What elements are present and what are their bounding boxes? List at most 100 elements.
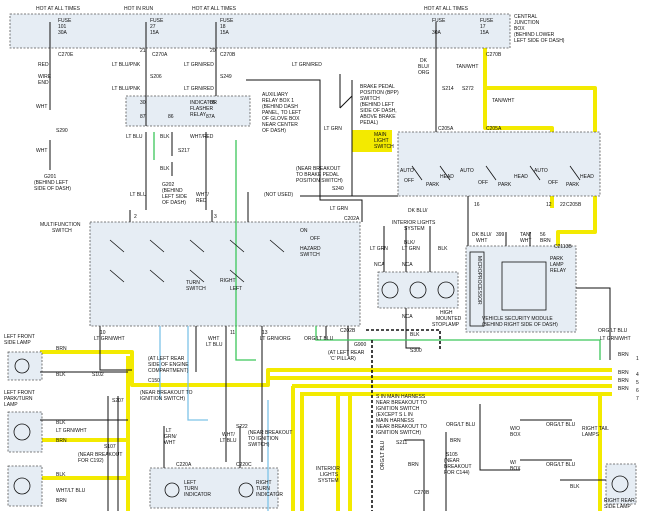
- c2113b: C2113B: [554, 244, 572, 250]
- wire-lt-blu-1: LT BLU: [126, 134, 143, 140]
- ml-head-3: HEAD: [580, 174, 594, 180]
- dk-blu-wht-v-1: WHT: [476, 238, 487, 244]
- interior-lights-1: SYSTEM: [404, 226, 425, 232]
- ml-off-1: OFF: [404, 178, 414, 184]
- turn-indicator-box: [149, 467, 279, 509]
- bpp-5: ABOVE BRAKE: [360, 114, 396, 120]
- label-hot-at-all-times-3: HOT AT ALL TIMES: [424, 6, 469, 12]
- s222-near-1: TO IGNITION: [248, 436, 279, 442]
- nca-1: NCA: [374, 262, 385, 268]
- ml-auto-1: AUTO: [400, 168, 414, 174]
- switch-contacts-main-light: [411, 165, 581, 181]
- park-relay-2: RELAY: [550, 268, 567, 274]
- turn-switch-1: SWITCH: [186, 286, 206, 292]
- near-breakout-0: (NEAR BREAKOUT: [296, 166, 340, 172]
- dk-blu-org-1: BLU/: [418, 64, 430, 70]
- label-cjb-3: (BEHIND LOWER: [514, 32, 555, 38]
- bpp-3: (BEHIND LEFT: [360, 102, 394, 108]
- s105: S105: [446, 452, 458, 458]
- wire-blk-2: BLK: [160, 166, 170, 172]
- wire-blk-4: BLK: [410, 332, 420, 338]
- fuse-101-l0: FUSE: [58, 18, 72, 24]
- wire-blk-3: BLK: [438, 246, 448, 252]
- highlight-brn-bus-1: [40, 350, 612, 387]
- off-label: OFF: [310, 236, 320, 242]
- vsm-1: (BEHIND RIGHT SIDE OF DASH): [482, 322, 558, 328]
- stoplamp-2: STOPLAMP: [432, 322, 460, 328]
- interior2-0: INTERIOR: [316, 466, 340, 472]
- c-pillar-0: (AT LEFT REAR: [328, 350, 365, 356]
- pin-r7: 7: [636, 396, 639, 402]
- wire-wht-red2-1: RED: [196, 198, 207, 204]
- right-left-0: RIGHT: [220, 278, 236, 284]
- lf-side-1: SIDE LAMP: [4, 340, 31, 346]
- wires-colored: [153, 132, 601, 511]
- wire-end-0: WIRE: [38, 74, 52, 80]
- lamp-icon-left-turn: [164, 482, 180, 498]
- wht-lt-blu2-1: LT BLU: [220, 438, 237, 444]
- s240: S240: [332, 186, 344, 192]
- c144-2: FOR C144): [444, 470, 470, 476]
- pin-3: 3: [214, 214, 217, 220]
- labels-lower: LEFT FRONT SIDE LAMP BRN BLK S102 C150 (…: [4, 334, 639, 510]
- aux-3: PANEL, TO LEFT: [262, 110, 301, 116]
- label-cjb-0: CENTRAL: [514, 14, 538, 20]
- bpp-1: POSITION (BPP): [360, 90, 399, 96]
- c202b: C202B: [340, 328, 356, 334]
- labels-upper: 21 20 RED WIRE END WHT S290 WHT G201 (BE…: [34, 48, 594, 212]
- ml-park-2: PARK: [498, 182, 512, 188]
- label-hot-at-all-times-1: HOT AT ALL TIMES: [36, 6, 81, 12]
- s290: S290: [56, 128, 68, 134]
- c144-0: (NEAR: [444, 458, 460, 464]
- wire-brn-l2: BRN: [56, 438, 67, 444]
- tan-wht-1: TAN/WHT: [456, 64, 478, 70]
- ign-breakout-1: IGNITION SWITCH): [140, 396, 185, 402]
- pin-r5: 5: [636, 380, 639, 386]
- labels-middle: MULTIFUNCTION SWITCH 2 3 ON OFF HAZARD S…: [40, 202, 631, 362]
- interior2-2: SYSTEM: [318, 478, 339, 484]
- c192-0: (NEAR BREAKOUT: [78, 452, 122, 458]
- wires-dashed: [366, 329, 441, 511]
- s300: S300: [410, 348, 422, 354]
- park-relay-1: LAMP: [550, 262, 564, 268]
- left-turn-1: TURN: [184, 486, 198, 492]
- engine-2: COMPARTMENT): [148, 368, 189, 374]
- auxiliary-relay-box: [125, 95, 251, 127]
- wire-org-lt-blu-1: ORG/LT BLU: [304, 336, 334, 342]
- label-hot-in-run: HOT IN RUN: [124, 6, 153, 12]
- near-breakout-1: TO BRAKE PEDAL: [296, 172, 339, 178]
- s214: S214: [442, 86, 454, 92]
- pin-11: 11: [230, 330, 235, 336]
- fuse-18-pin: C270B: [220, 52, 236, 58]
- near-breakout-2: POSITION SWITCH): [296, 178, 343, 184]
- flasher-1: FLASHER: [190, 106, 213, 112]
- fuse-30a-l0: FUSE: [432, 18, 446, 24]
- nca-3: NCA: [402, 314, 413, 320]
- right-rear-0: RIGHT REAR: [604, 498, 635, 504]
- wire-lt-grn-2: LT GRN: [330, 206, 348, 212]
- s207: S207: [112, 398, 124, 404]
- bpp-6: PEDAL): [360, 120, 378, 126]
- pin-30: 30: [140, 100, 146, 106]
- c205a-2: C205A: [486, 126, 502, 132]
- s206: S206: [150, 74, 162, 80]
- s272: S272: [462, 86, 474, 92]
- pin-16: 16: [474, 202, 480, 208]
- right-left-1: LEFT: [230, 286, 242, 292]
- label-hot-at-all-times-2: HOT AT ALL TIMES: [192, 6, 237, 12]
- g201-2: SIDE OF DASH): [34, 186, 71, 192]
- wire-brn-m1: BRN: [450, 438, 461, 444]
- wire-wht-red2-0: WHT/: [196, 192, 209, 198]
- pin-21: 21: [140, 48, 146, 54]
- aux-6: OF DASH): [262, 128, 286, 134]
- ml-off-3: OFF: [548, 180, 558, 186]
- turn-switch-0: TURN: [186, 280, 200, 286]
- s102: S102: [92, 372, 104, 378]
- wire-wht-red-1: WHT/RED: [190, 134, 214, 140]
- brn-r4: BRN: [618, 386, 629, 392]
- brn-r1: BRN: [618, 352, 629, 358]
- left-lamp-box-3: [7, 465, 43, 507]
- wire-wht: WHT: [208, 336, 219, 342]
- multifunction-switch-box: [89, 221, 361, 327]
